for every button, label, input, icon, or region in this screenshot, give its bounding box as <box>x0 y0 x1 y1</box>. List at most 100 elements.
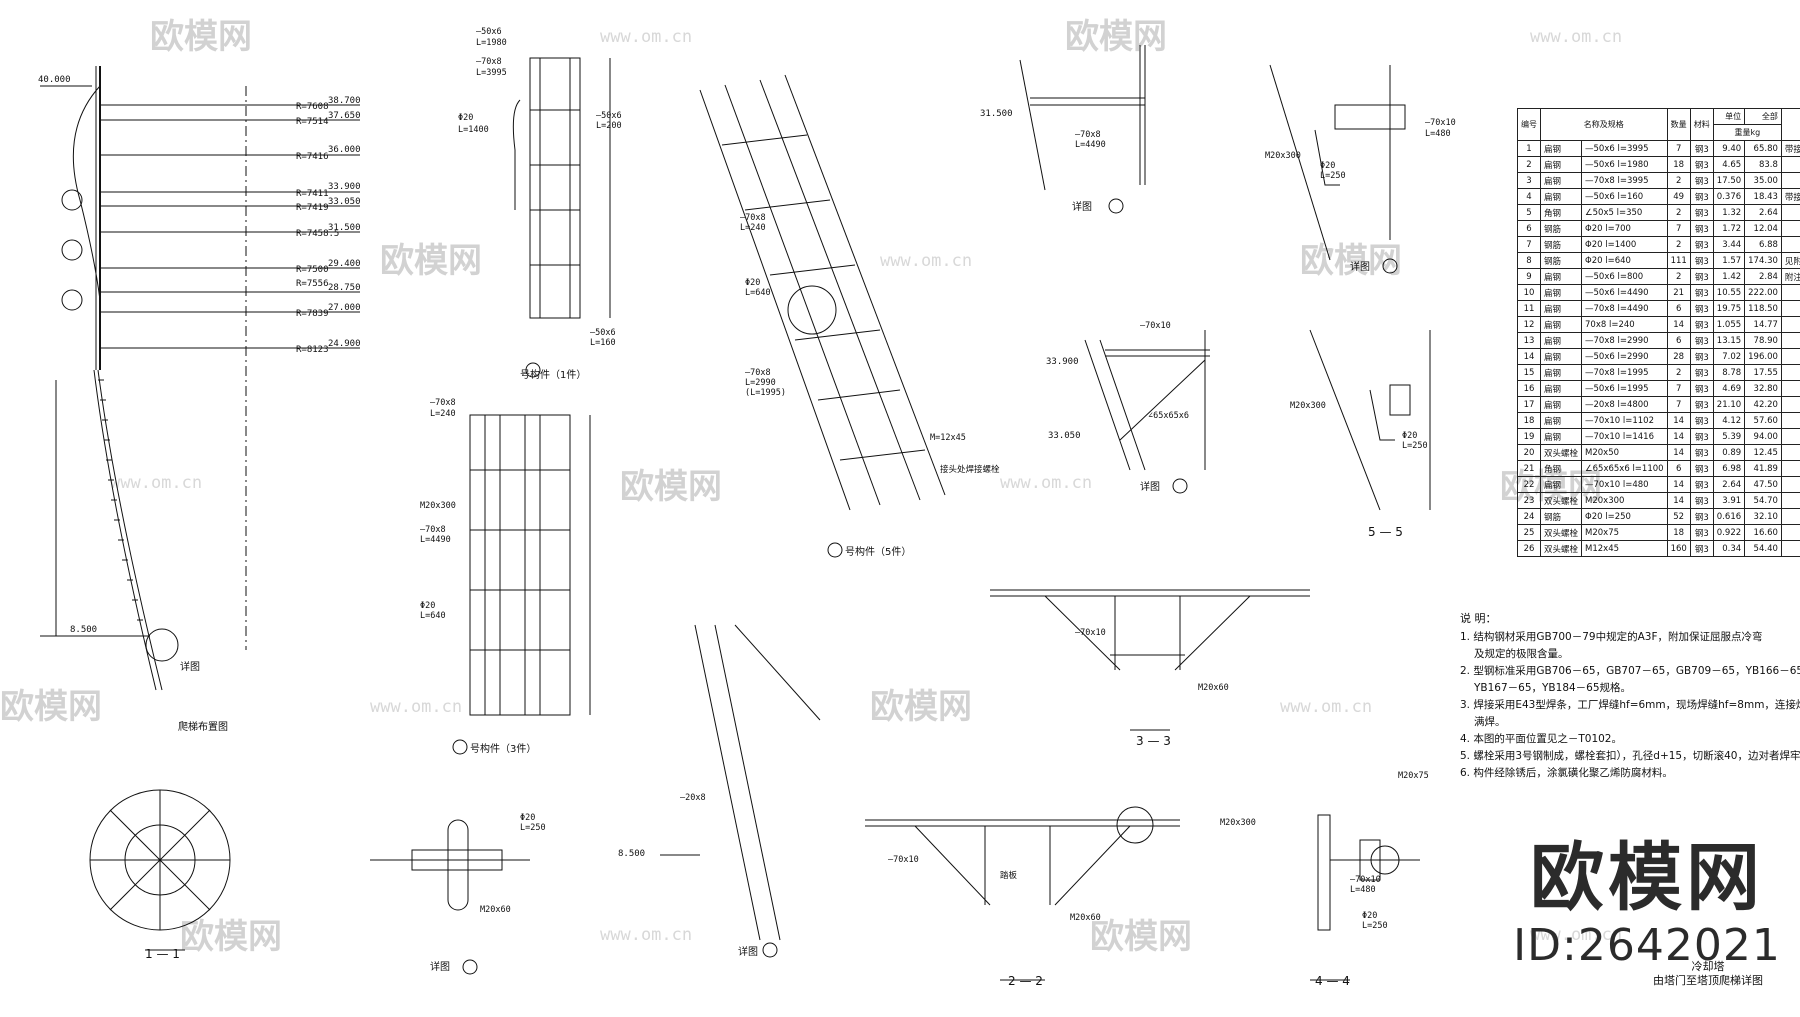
member-label: M20x300 <box>420 501 456 511</box>
table-cell: 4 <box>1517 188 1541 205</box>
radius-label: R=7839 <box>296 309 329 319</box>
table-cell: —70x8 l=2990 <box>1581 332 1668 349</box>
brand-stamp: 欧模网 ID:2642021 <box>1512 836 1782 972</box>
table-cell: 2 <box>1666 172 1691 189</box>
table-cell: 2 <box>1666 364 1691 381</box>
member-label: —70x10 <box>888 855 919 865</box>
member-label: L=250 <box>1320 171 1346 181</box>
table-cell: 13 <box>1517 332 1541 349</box>
table-cell: 钢筋 <box>1539 236 1583 253</box>
member-label: L=4490 <box>1075 140 1106 150</box>
view-title-detail-E: 详图 <box>1072 200 1092 213</box>
member-label: —70x10 <box>1075 628 1106 638</box>
radius-label: R=7500 <box>296 265 329 275</box>
member-label: —70x10 <box>1425 118 1456 128</box>
detail-E-view <box>1019 45 1146 214</box>
elevation-label: 27.000 <box>328 303 361 313</box>
member-label: Φ20 <box>1362 911 1377 921</box>
table-cell <box>1780 428 1800 445</box>
table-cell: 47.50 <box>1744 476 1782 493</box>
table-cell: 118.50 <box>1744 300 1782 317</box>
table-cell: 2 <box>1666 236 1691 253</box>
bom-header-weight: 重量kg <box>1712 124 1782 141</box>
watermark-brand: 欧模网 <box>620 467 722 507</box>
table-cell: 20 <box>1517 444 1541 461</box>
table-cell: 2.64 <box>1712 476 1746 493</box>
table-cell: 222.00 <box>1744 284 1782 301</box>
table-cell: 70x8 l=240 <box>1581 316 1668 333</box>
table-cell: 9 <box>1517 268 1541 285</box>
member-label: Φ20 <box>745 278 760 288</box>
table-cell: 6 <box>1666 300 1691 317</box>
table-cell: 扁钢 <box>1539 316 1583 333</box>
table-cell: 83.8 <box>1744 156 1782 173</box>
section-title-2-2: 2 — 2 <box>1008 974 1043 988</box>
table-cell: 0.34 <box>1712 540 1746 557</box>
elevation-label: 38.700 <box>328 96 361 106</box>
member-label: Φ20 <box>520 813 535 823</box>
table-cell: 17.50 <box>1712 172 1746 189</box>
table-cell: 钢3 <box>1689 252 1714 269</box>
member-label: 踏板 <box>1000 870 1018 881</box>
table-cell: 65.80 <box>1744 140 1782 157</box>
table-cell: 15 <box>1517 364 1541 381</box>
table-cell: 7 <box>1517 236 1541 253</box>
table-cell: 6 <box>1666 332 1691 349</box>
table-cell: 21 <box>1517 460 1541 477</box>
table-cell: 17.55 <box>1744 364 1782 381</box>
table-cell: 8 <box>1517 252 1541 269</box>
table-cell: 57.60 <box>1744 412 1782 429</box>
table-cell <box>1780 204 1800 221</box>
bom-header-spec: 名称及规格 <box>1540 108 1668 141</box>
table-cell: 12.04 <box>1744 220 1782 237</box>
table-cell: 16.60 <box>1744 524 1782 541</box>
table-cell: 26 <box>1517 540 1541 557</box>
table-cell <box>1780 172 1800 189</box>
member-label: M20x60 <box>480 905 511 915</box>
table-cell: 0.89 <box>1712 444 1746 461</box>
table-cell: 4.12 <box>1712 412 1746 429</box>
notes-heading: 说 明： <box>1460 612 1497 625</box>
table-cell: —20x8 l=4800 <box>1581 396 1668 413</box>
member-label: 接头处焊接螺栓 <box>940 464 1000 475</box>
table-cell: 附注1 <box>1780 268 1800 285</box>
title-block: 冷却塔 由塔门至塔顶爬梯详图 <box>1608 960 1800 988</box>
brand-name: 欧模网 <box>1530 835 1764 921</box>
table-cell: M20x50 <box>1581 444 1668 461</box>
member-label: —70x8 <box>745 368 771 378</box>
table-cell: 扁钢 <box>1539 284 1583 301</box>
member-label: L=640 <box>420 611 446 621</box>
member-label: L=200 <box>596 121 622 131</box>
section-title-5-5: 5 — 5 <box>1368 525 1403 539</box>
watermark-brand: 欧模网 <box>1065 17 1167 57</box>
note-line: YB167－65，YB184－65规格。 <box>1474 682 1632 694</box>
table-cell: 35.00 <box>1744 172 1782 189</box>
table-cell: 钢3 <box>1689 140 1714 157</box>
table-cell: 5 <box>1517 204 1541 221</box>
table-cell: 5.39 <box>1712 428 1746 445</box>
elevation-label: 29.400 <box>328 259 361 269</box>
member-label: L=480 <box>1425 129 1451 139</box>
table-cell: 钢筋 <box>1539 252 1583 269</box>
table-cell: 双头螺栓 <box>1539 540 1583 557</box>
table-cell: —70x8 l=1995 <box>1581 364 1668 381</box>
table-cell <box>1780 316 1800 333</box>
table-cell: 钢3 <box>1689 172 1714 189</box>
member-label: M20x300 <box>1220 818 1256 828</box>
view-title-detail-C: 详图 <box>1350 260 1370 273</box>
member-label: (L=1995) <box>745 388 786 398</box>
view-title-detail-A-ref: 详图 <box>180 660 200 673</box>
table-cell <box>1780 540 1800 557</box>
table-cell: 扁钢 <box>1539 268 1583 285</box>
table-header-row: 编号 名称及规格 数量 材料 单位 全部 备注 <box>1517 108 1800 141</box>
table-cell: 18 <box>1666 156 1691 173</box>
note-line: 2. 型钢标准采用GB706－65，GB707－65，GB709－65，YB16… <box>1460 665 1800 677</box>
table-cell <box>1780 348 1800 365</box>
